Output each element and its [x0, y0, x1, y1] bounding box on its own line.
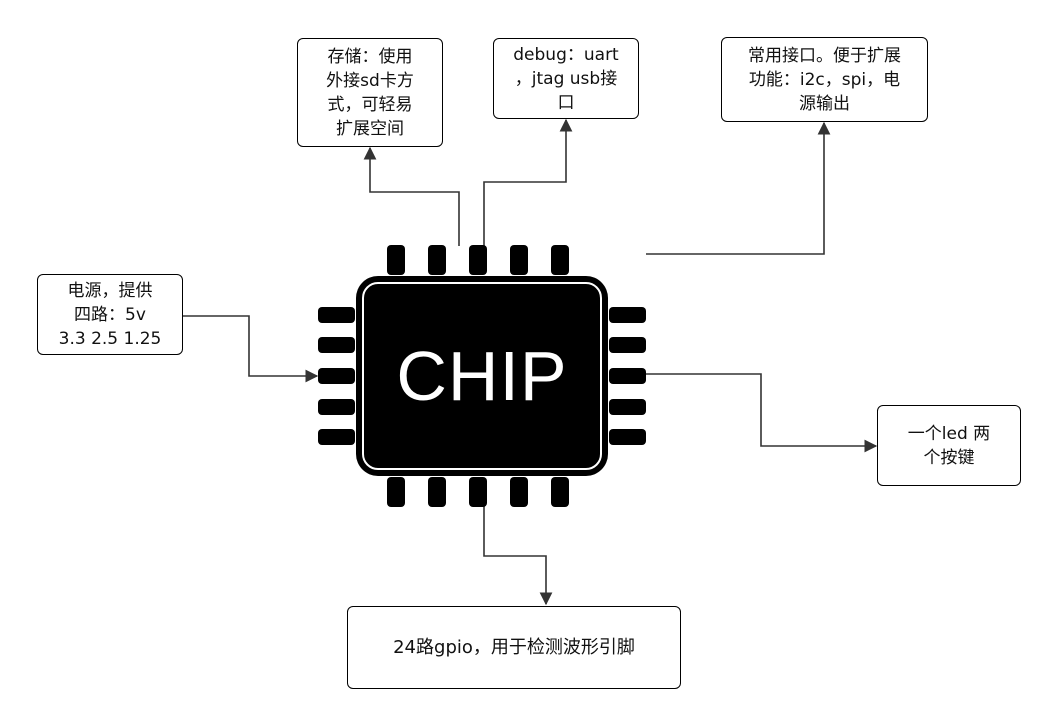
power-connector	[183, 315, 319, 383]
chip-pin-left-5	[318, 429, 355, 445]
interface-box: 常用接口。便于扩展 功能：i2c，spi，电 源输出	[721, 37, 928, 122]
chip-pin-bottom-4	[510, 477, 528, 507]
debug-connector	[483, 118, 573, 246]
led-box: 一个led 两 个按键	[877, 405, 1021, 486]
chip-pin-right-4	[609, 399, 646, 415]
chip-pin-top-2	[428, 245, 446, 275]
debug-box: debug：uart ，jtag usb接 口	[493, 38, 639, 119]
chip-outline	[362, 282, 602, 470]
chip-pin-right-1	[609, 307, 646, 323]
chip-pin-top-4	[510, 245, 528, 275]
chip-pin-right-5	[609, 429, 646, 445]
led-connector	[646, 373, 878, 453]
chip-pin-top-3	[469, 245, 487, 275]
storage-box: 存储：使用 外接sd卡方 式，可轻易 扩展空间	[297, 38, 443, 147]
chip-pin-bottom-1	[387, 477, 405, 507]
chip-pin-bottom-2	[428, 477, 446, 507]
interface-connector	[646, 121, 831, 255]
chip-pin-right-3	[609, 368, 646, 384]
chip-label: CHIP	[396, 337, 568, 415]
chip-pin-bottom-5	[551, 477, 569, 507]
chip-pin-left-3	[318, 368, 355, 384]
chip-pin-right-2	[609, 337, 646, 353]
chip-pin-top-5	[551, 245, 569, 275]
storage-connector	[363, 146, 460, 246]
chip-pin-left-1	[318, 307, 355, 323]
chip-body	[356, 276, 608, 476]
chip-pin-bottom-3	[469, 477, 487, 507]
chip-pin-left-4	[318, 399, 355, 415]
chip-pin-top-1	[387, 245, 405, 275]
gpio-connector	[483, 504, 553, 606]
gpio-box: 24路gpio，用于检测波形引脚	[347, 606, 681, 689]
chip-pin-left-2	[318, 337, 355, 353]
power-box: 电源，提供 四路：5v 3.3 2.5 1.25	[37, 274, 183, 355]
